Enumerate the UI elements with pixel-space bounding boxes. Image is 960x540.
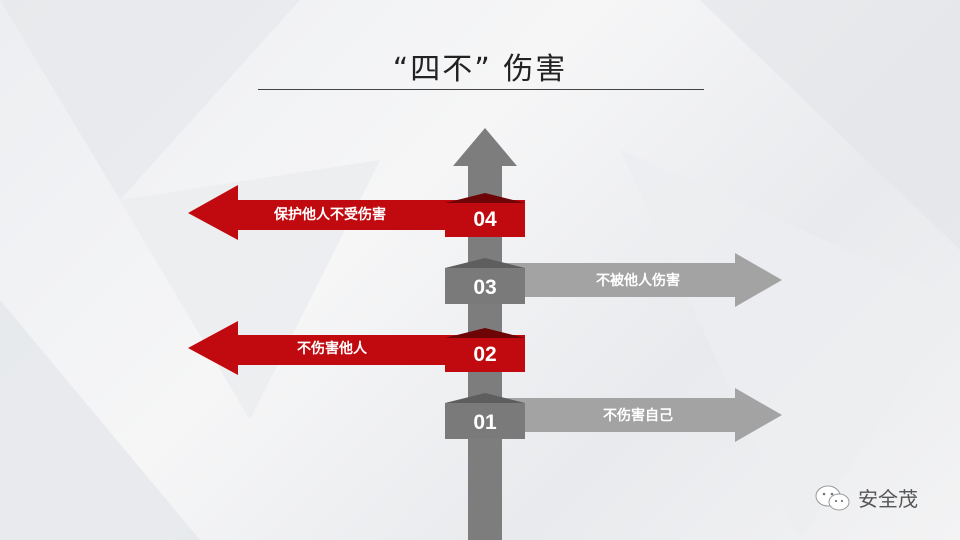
item-label-01: 不伤害自己 — [603, 408, 673, 424]
item-label-04: 保护他人不受伤害 — [274, 207, 386, 223]
watermark: 安全茂 — [814, 483, 918, 512]
item-label-02: 不伤害他人 — [297, 341, 367, 357]
arrow-03 — [502, 253, 782, 307]
arrow-04 — [188, 185, 525, 240]
arrow-01 — [502, 388, 782, 442]
page-title: “四不” 伤害 — [392, 52, 568, 87]
watermark-text: 安全茂 — [858, 487, 918, 511]
box-01 — [445, 403, 525, 439]
box-03 — [445, 268, 525, 304]
arrow-02 — [188, 321, 525, 375]
up-arrowhead — [453, 128, 517, 166]
title-divider — [258, 89, 704, 90]
item-number-01: 01 — [473, 411, 497, 434]
item-number-02: 02 — [473, 343, 497, 366]
wechat-icon — [815, 485, 850, 510]
item-number-04: 04 — [473, 208, 497, 231]
item-number-03: 03 — [473, 276, 497, 299]
item-label-03: 不被他人伤害 — [596, 273, 680, 289]
